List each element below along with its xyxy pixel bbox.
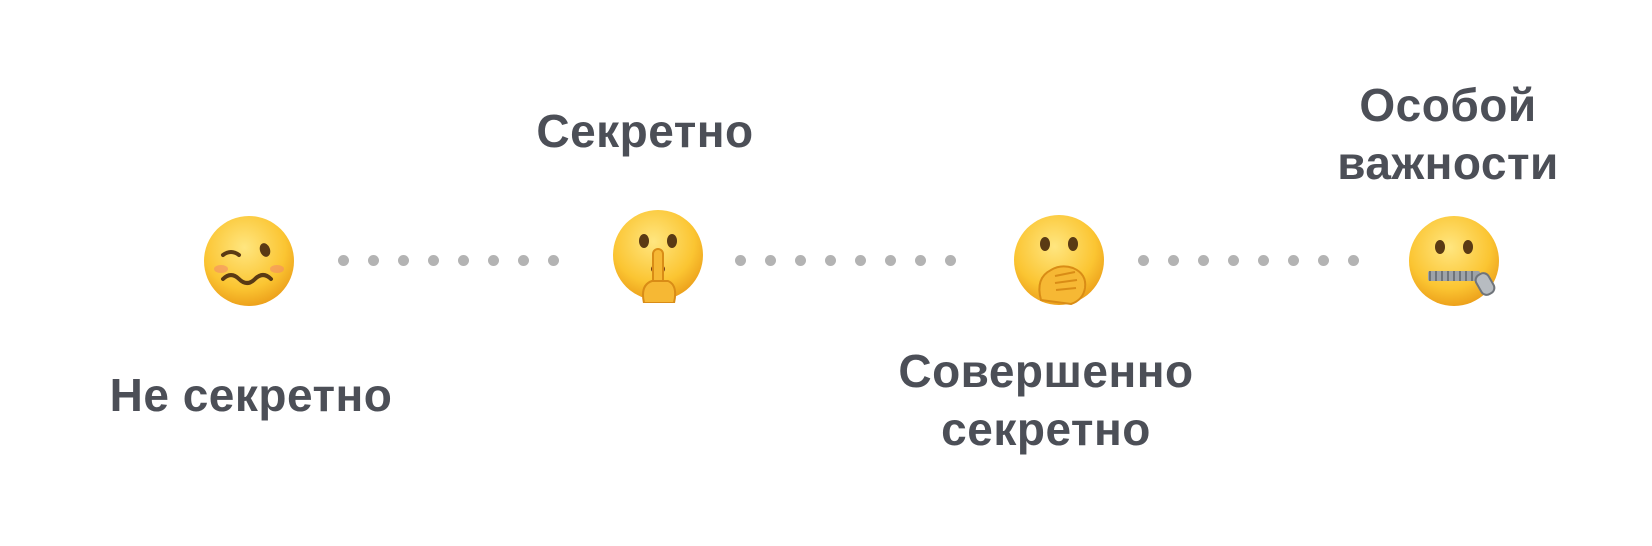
connector-dot (398, 255, 409, 266)
connector-dot (855, 255, 866, 266)
connector-dot (1288, 255, 1299, 266)
dotted-connector (338, 255, 559, 267)
connector-dot (1348, 255, 1359, 266)
connector-dot (488, 255, 499, 266)
level-label-line: важности (1337, 137, 1559, 189)
level-label-line: Особой (1359, 79, 1537, 131)
connector-dot (1258, 255, 1269, 266)
connector-dot (338, 255, 349, 266)
connector-dot (885, 255, 896, 266)
connector-dot (1228, 255, 1239, 266)
level-label-line: Секретно (536, 105, 754, 157)
connector-dot (795, 255, 806, 266)
connector-dot (735, 255, 746, 266)
connector-dot (1318, 255, 1329, 266)
connector-dot (1168, 255, 1179, 266)
level-label-line: Совершенно (898, 345, 1194, 397)
level-label-not-secret: Не секретно (86, 366, 416, 424)
level-label-special-importance: Особой важности (1278, 76, 1618, 192)
face-with-hand-over-mouth-icon (1014, 215, 1104, 306)
connector-dot (1138, 255, 1149, 266)
connector-dot (915, 255, 926, 266)
shushing-face-icon (613, 210, 703, 303)
connector-dot (458, 255, 469, 266)
connector-dot (548, 255, 559, 266)
connector-dot (1198, 255, 1209, 266)
woozy-face-icon (204, 216, 294, 306)
connector-dot (765, 255, 776, 266)
level-label-line: секретно (941, 403, 1151, 455)
level-label-top-secret: Совершенно секретно (856, 342, 1236, 458)
zipper-mouth-face-icon (1409, 216, 1499, 306)
connector-dot (945, 255, 956, 266)
connector-dot (368, 255, 379, 266)
connector-dot (428, 255, 439, 266)
dotted-connector (735, 255, 956, 267)
connector-dot (518, 255, 529, 266)
level-label-line: Не секретно (109, 369, 393, 421)
dotted-connector (1138, 255, 1359, 267)
level-label-secret: Секретно (480, 102, 810, 160)
connector-dot (825, 255, 836, 266)
